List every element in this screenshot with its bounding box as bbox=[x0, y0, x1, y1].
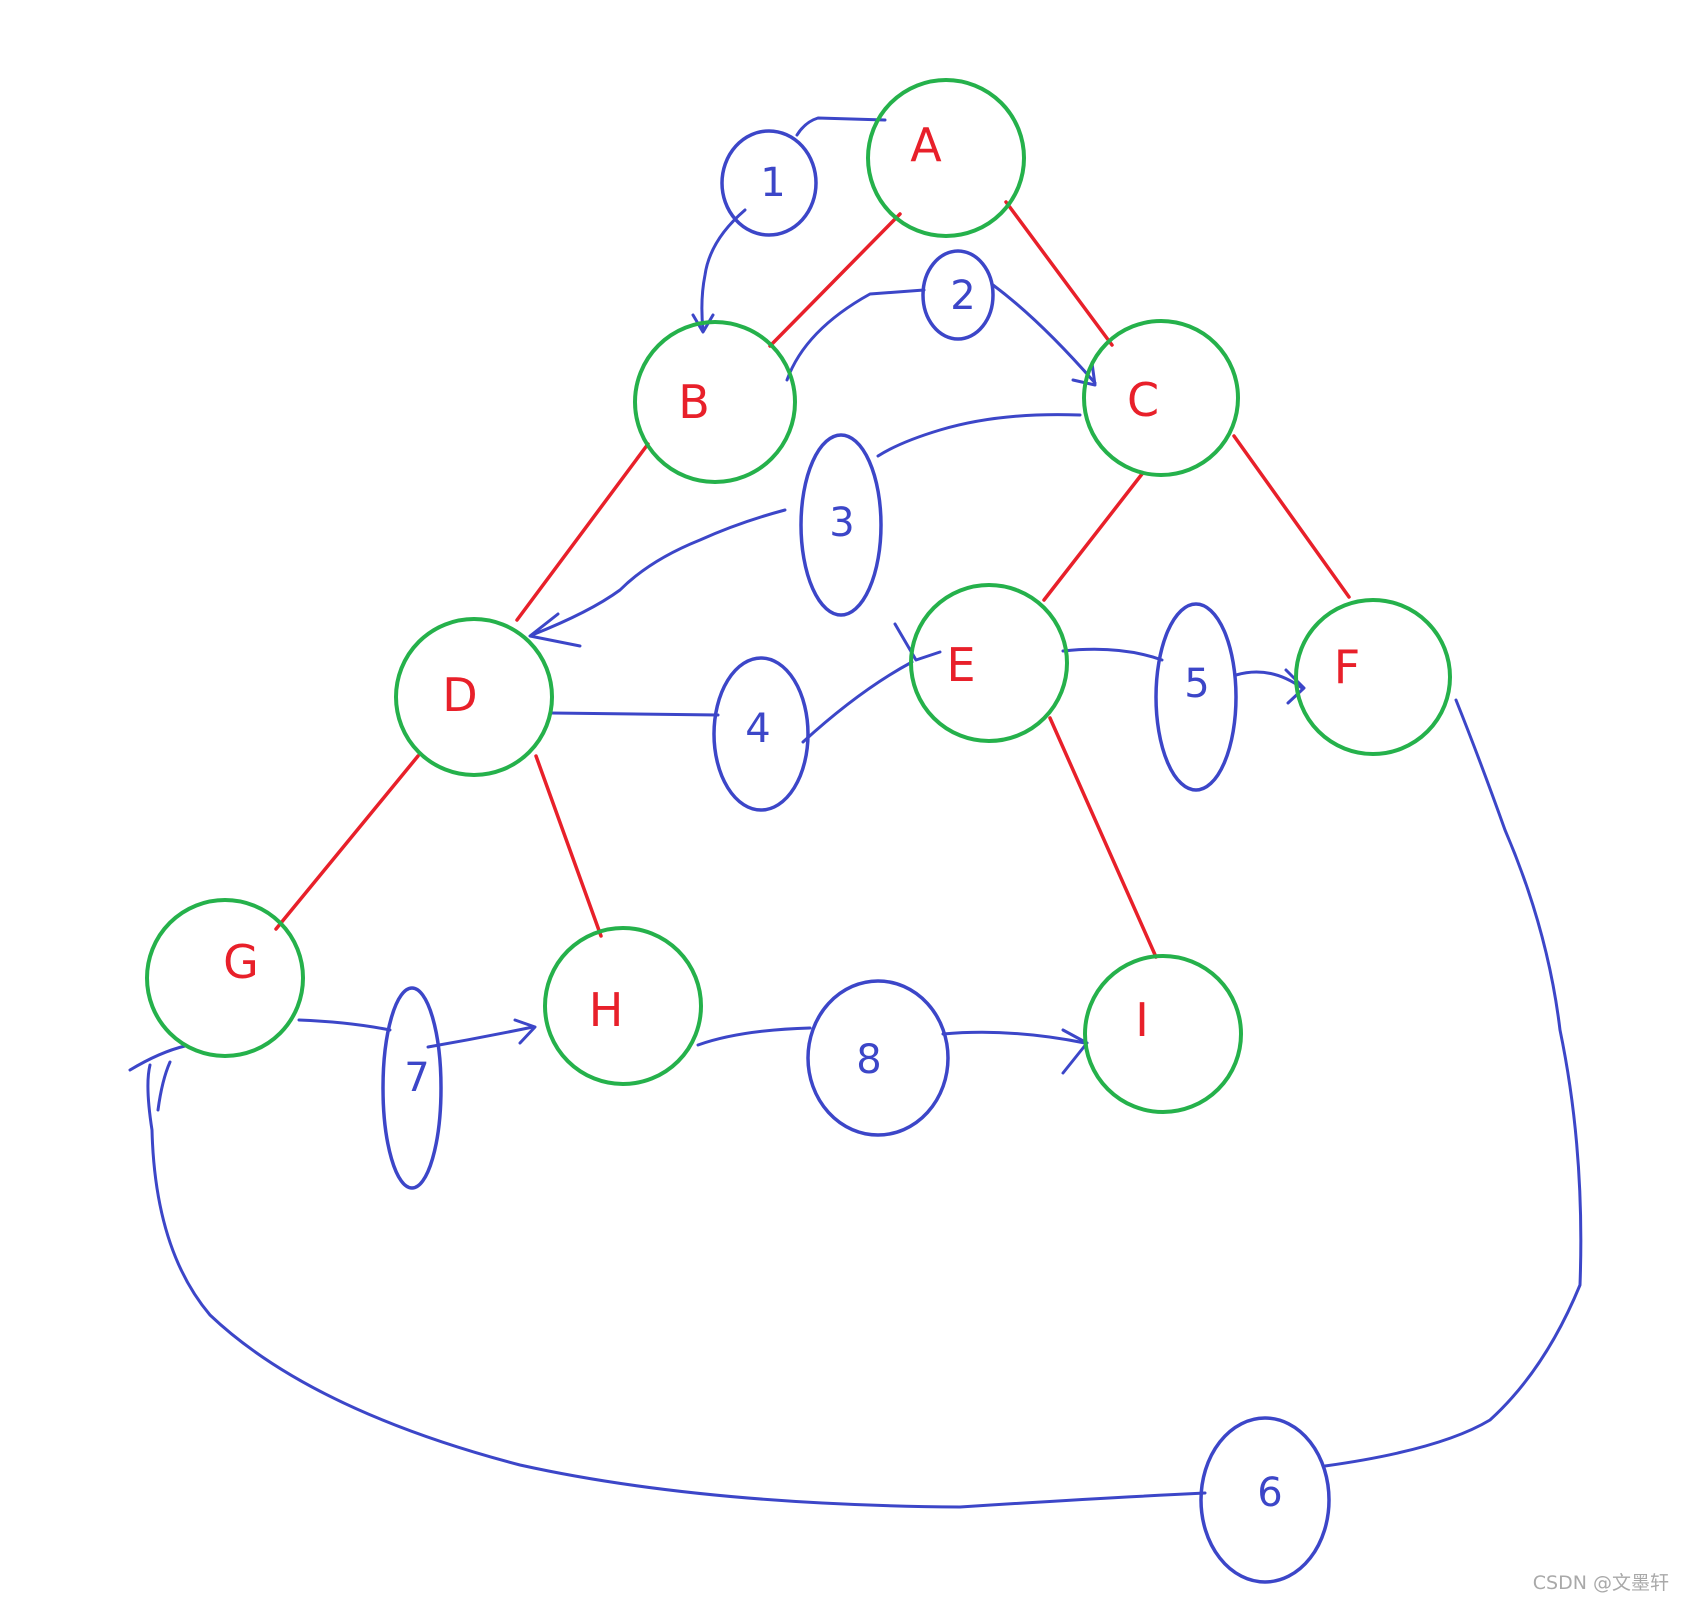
node-a-label: A bbox=[910, 118, 942, 172]
node-b: B bbox=[633, 320, 797, 484]
step-marker-1: 1 bbox=[720, 129, 818, 237]
tree-edges bbox=[274, 200, 1351, 959]
node-b-label: B bbox=[678, 375, 710, 429]
node-c: C bbox=[1082, 319, 1240, 477]
step-label-2: 2 bbox=[950, 273, 975, 319]
step-link-6 bbox=[146, 698, 1583, 1509]
node-a: A bbox=[866, 78, 1026, 238]
step-link-8 bbox=[696, 1026, 1087, 1047]
node-d: D bbox=[394, 617, 554, 777]
node-f-label: F bbox=[1334, 640, 1360, 694]
step-link-2 bbox=[785, 283, 1097, 385]
node-c-label: C bbox=[1127, 373, 1159, 427]
step-markers: 1 2 3 4 5 6 7 8 bbox=[381, 129, 1331, 1584]
traversal-links bbox=[128, 116, 1583, 1509]
step-label-6: 6 bbox=[1257, 1470, 1282, 1516]
step-label-8: 8 bbox=[856, 1037, 881, 1083]
node-h: H bbox=[543, 926, 703, 1086]
tree-nodes: A B C D E F G H bbox=[145, 78, 1452, 1114]
step-label-7: 7 bbox=[404, 1055, 429, 1101]
step-marker-8: 8 bbox=[806, 979, 950, 1137]
node-i-label: I bbox=[1135, 993, 1149, 1047]
tree-edge-d-h bbox=[534, 754, 603, 938]
node-e-label: E bbox=[946, 638, 975, 692]
step-marker-4: 4 bbox=[712, 656, 810, 812]
step-label-4: 4 bbox=[745, 706, 770, 752]
step-ellipse-1 bbox=[720, 129, 818, 237]
tree-edge-e-i bbox=[1048, 716, 1158, 959]
tree-edge-a-c bbox=[1004, 200, 1114, 347]
tree-edge-b-d bbox=[515, 442, 650, 622]
node-d-label: D bbox=[442, 668, 477, 722]
step-ellipse-4 bbox=[712, 656, 810, 812]
watermark: CSDN @文墨轩 bbox=[1532, 1572, 1669, 1594]
step-ellipse-7 bbox=[381, 986, 443, 1190]
step-marker-3: 3 bbox=[799, 433, 883, 617]
node-c-circle bbox=[1082, 319, 1240, 477]
step-ellipse-5 bbox=[1154, 602, 1238, 792]
arrow-head-5 bbox=[1284, 668, 1306, 705]
step-marker-6: 6 bbox=[1199, 1416, 1331, 1584]
step-link-4 bbox=[549, 660, 914, 744]
step-link-3 bbox=[530, 413, 1082, 637]
step-link-5 bbox=[1061, 647, 1304, 690]
node-e-circle bbox=[909, 583, 1069, 743]
node-i-circle bbox=[1083, 954, 1243, 1114]
step-marker-2: 2 bbox=[921, 249, 995, 341]
tree-edge-c-f bbox=[1232, 434, 1351, 599]
tree-edge-d-g bbox=[274, 754, 420, 931]
node-d-circle bbox=[394, 617, 554, 777]
arrow-head-3 bbox=[528, 612, 582, 648]
step-link-6-tail bbox=[128, 1044, 187, 1112]
node-h-circle bbox=[543, 926, 703, 1086]
step-label-5: 5 bbox=[1184, 661, 1209, 707]
arrow-head-4 bbox=[893, 622, 942, 662]
node-e: E bbox=[909, 583, 1069, 743]
arrow-head-7 bbox=[513, 1018, 537, 1045]
step-ellipse-6 bbox=[1199, 1416, 1331, 1584]
node-g-circle bbox=[145, 898, 305, 1058]
node-b-circle bbox=[633, 320, 797, 484]
step-marker-7: 7 bbox=[381, 986, 443, 1190]
step-marker-5: 5 bbox=[1154, 602, 1238, 792]
node-g-label: G bbox=[223, 935, 259, 989]
node-f: F bbox=[1294, 598, 1452, 756]
node-g: G bbox=[145, 898, 305, 1058]
node-f-circle bbox=[1294, 598, 1452, 756]
node-h-label: H bbox=[589, 983, 624, 1037]
tree-edge-a-b bbox=[768, 212, 902, 348]
arrow-head-2 bbox=[1071, 361, 1097, 387]
step-ellipse-2 bbox=[921, 249, 995, 341]
step-ellipse-3 bbox=[799, 433, 883, 617]
step-link-7 bbox=[297, 1018, 535, 1049]
step-label-3: 3 bbox=[829, 500, 854, 546]
step-ellipse-8 bbox=[806, 979, 950, 1137]
tree-edge-c-e bbox=[1042, 472, 1144, 602]
node-a-circle bbox=[866, 78, 1026, 238]
step-link-1 bbox=[700, 116, 887, 332]
step-label-1: 1 bbox=[760, 160, 785, 206]
node-i: I bbox=[1083, 954, 1243, 1114]
